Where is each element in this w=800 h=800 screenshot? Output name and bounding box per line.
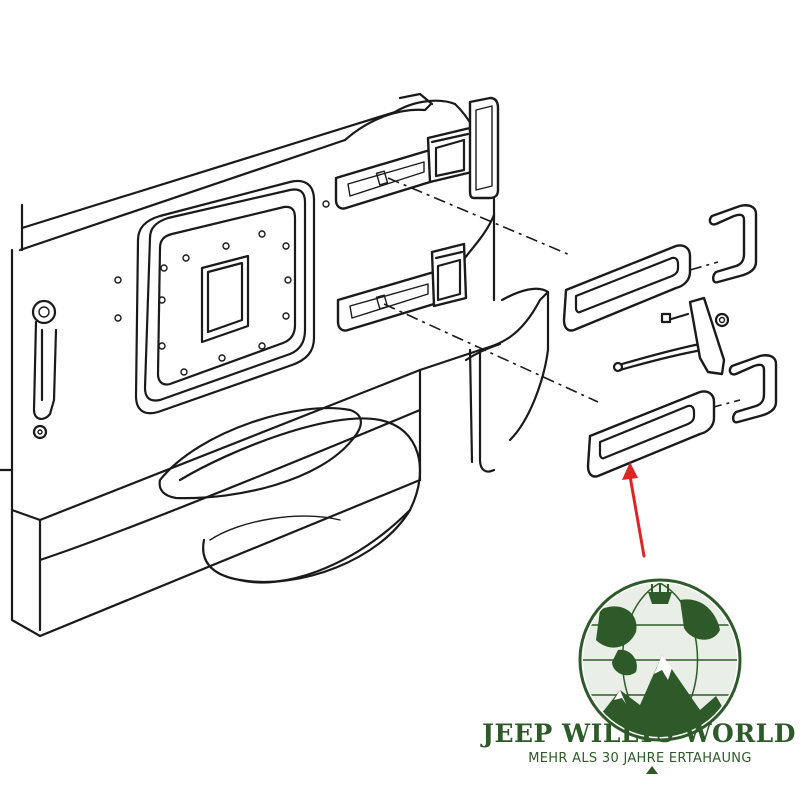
- arrow-up-icon: [622, 462, 638, 480]
- brand-title: JEEP WILLYS WORLD: [480, 719, 796, 748]
- callout-arrow: [622, 462, 646, 558]
- spare-tire: [158, 406, 422, 584]
- door-handle: [31, 299, 58, 440]
- hinge-bracket-upper: [708, 204, 758, 284]
- mountain-icon: [646, 766, 658, 774]
- lower-hinge-mounted: [336, 242, 468, 332]
- hinge-plate-upper: [562, 244, 692, 332]
- upper-hinge-mounted: [334, 96, 500, 210]
- spare-tire-mount-panel: [114, 179, 330, 415]
- latch-rod-assembly: [612, 296, 730, 376]
- hinge-plate-lower: [586, 390, 716, 478]
- brand-subtitle: MEHR ALS 30 JAHRE ERTAHAUNG: [528, 751, 751, 766]
- hinge-bracket-lower: [728, 354, 778, 424]
- brand-logo: JEEP WILLYS WORLD MEHR ALS 30 JAHRE ERTA…: [480, 578, 796, 774]
- rear-bumper: [10, 287, 550, 638]
